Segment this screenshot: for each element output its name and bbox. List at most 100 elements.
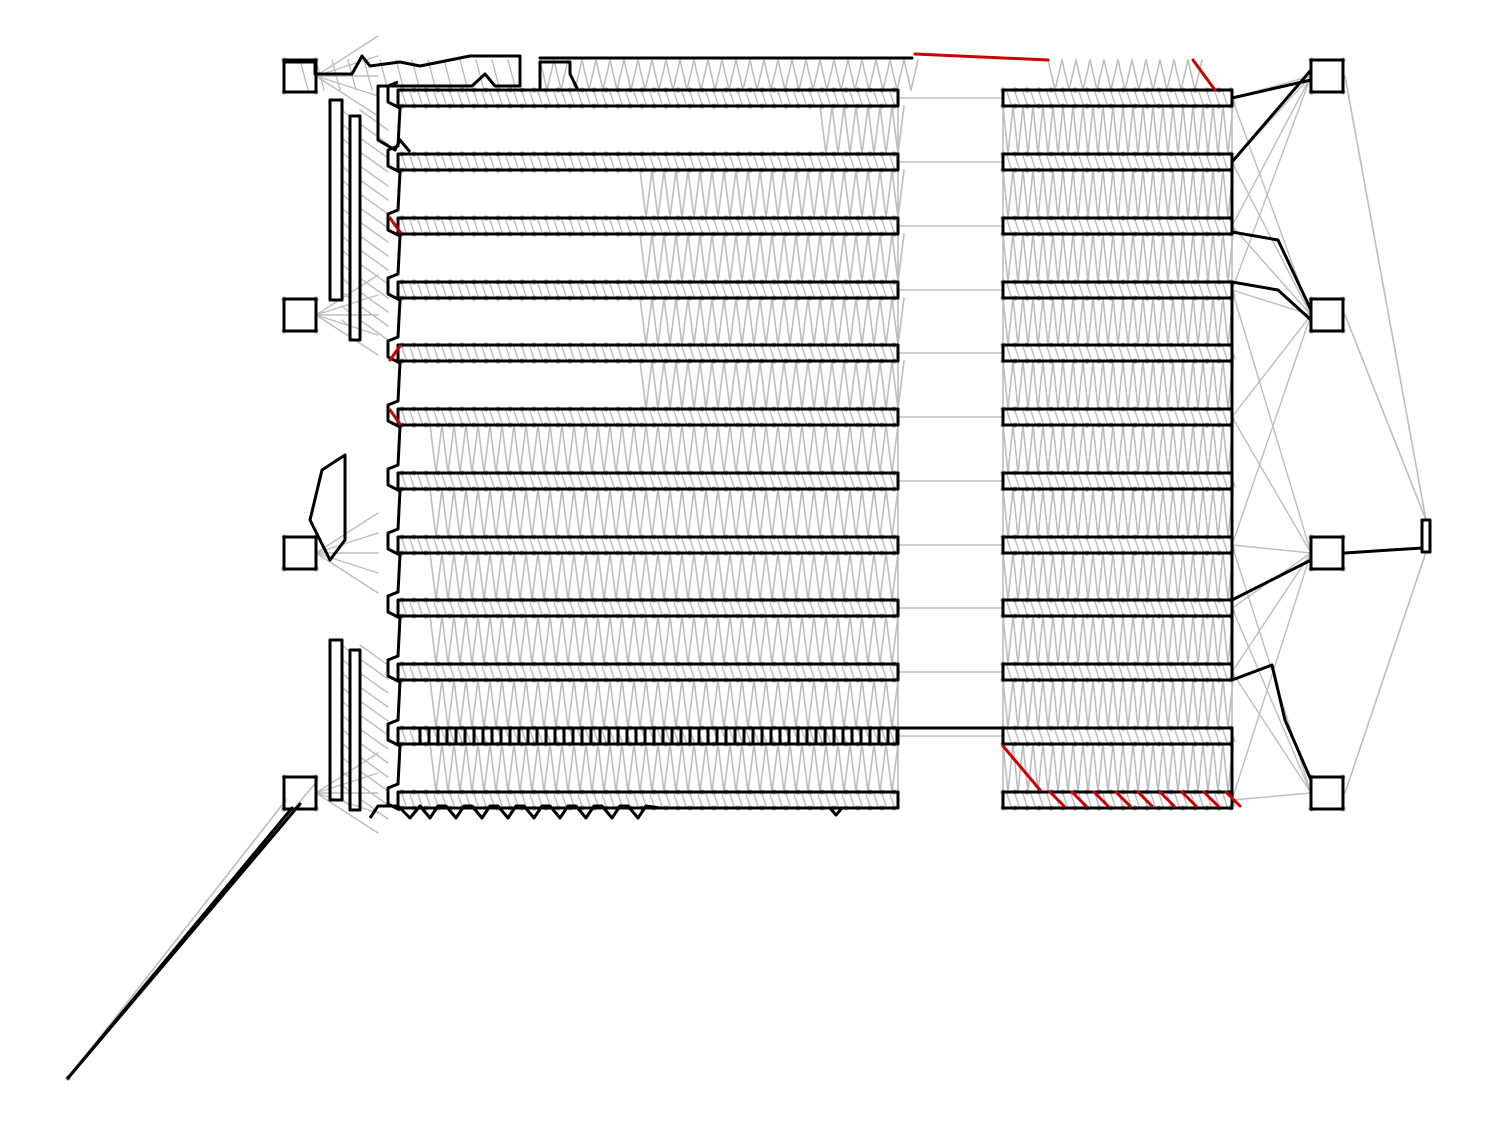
gap-mesh-edge: [885, 615, 893, 665]
gap-mesh-edge: [879, 552, 887, 601]
strip-mesh-edge: [721, 410, 727, 424]
gap-mesh-edge: [639, 233, 647, 283]
right-strip-outline: [1001, 790, 1234, 810]
gap-mesh-edge: [1132, 233, 1139, 283]
gap-mesh-edge: [1052, 169, 1059, 219]
strip-mesh-edge: [1062, 155, 1068, 169]
gap-mesh-edge: [825, 169, 833, 219]
gap-mesh-edge: [519, 679, 527, 729]
strip-mesh-edge: [401, 474, 407, 488]
gap-mesh-edge: [1027, 552, 1034, 601]
strip-mesh-edge: [673, 474, 679, 488]
gap-mesh-edge: [765, 743, 773, 793]
strip-mesh-edge: [641, 793, 647, 807]
gap-mesh-edge: [1062, 424, 1069, 474]
strip-mesh-edge: [753, 665, 759, 679]
strip-mesh-edge: [1062, 729, 1068, 743]
strip-mesh-edge: [817, 729, 823, 743]
strip-mesh-edge: [817, 665, 823, 679]
gap-mesh-edge: [1112, 615, 1119, 665]
strip-mesh-edge: [1030, 155, 1036, 169]
gap-mesh-edge: [1017, 360, 1024, 410]
gap-mesh-edge: [1092, 105, 1099, 155]
gap-mesh-edge: [1182, 679, 1189, 729]
strip-mesh-edge: [721, 538, 727, 552]
gap-mesh-edge: [615, 488, 623, 538]
strip-mesh-edge: [1070, 601, 1076, 615]
gap-mesh-edge: [885, 424, 893, 474]
strip-mesh-edge: [1118, 474, 1124, 488]
gap-mesh-edge: [1027, 615, 1034, 665]
left-bar-mesh: [359, 291, 389, 313]
gap-mesh-edge: [1187, 488, 1194, 538]
strip-mesh-edge: [817, 601, 823, 615]
left-bar-mesh: [359, 319, 389, 341]
strip-mesh-edge: [833, 91, 839, 105]
strip-mesh-edge: [521, 283, 527, 297]
gap-mesh-edge: [765, 233, 773, 283]
strip-mesh-edge: [481, 219, 487, 233]
strip-mesh-edge: [433, 283, 439, 297]
gap-mesh-edge: [1072, 169, 1079, 219]
strip-mesh-edge: [1126, 538, 1132, 552]
strip-mesh-edge: [681, 283, 687, 297]
strip-mesh-edge: [593, 155, 599, 169]
strip-mesh-edge: [769, 665, 775, 679]
strip-mesh-edge: [1102, 155, 1108, 169]
gap-mesh-edge: [837, 105, 845, 155]
gap-mesh-edge: [507, 424, 515, 474]
strip-mesh-edge: [585, 346, 591, 360]
top-band-edge: [623, 59, 632, 91]
strip-mesh-edge: [1062, 665, 1068, 679]
strip-mesh-edge: [1150, 91, 1156, 105]
gap-mesh-edge: [651, 679, 659, 729]
strip-mesh-edge: [705, 793, 711, 807]
gap-mesh-edge: [723, 233, 731, 283]
gap-mesh-edge: [1067, 105, 1074, 155]
gap-mesh-edge: [879, 169, 887, 219]
strip-mesh-edge: [545, 155, 551, 169]
gap-mesh-edge: [1062, 233, 1069, 283]
strip-mesh-edge: [425, 601, 431, 615]
gap-mesh-edge: [681, 679, 689, 729]
gap-mesh-edge: [843, 488, 851, 538]
gap-mesh-edge: [795, 679, 803, 729]
strip-mesh-edge: [1174, 474, 1180, 488]
strip-mesh-edge: [569, 538, 575, 552]
gap-mesh-edge: [669, 360, 677, 410]
strip-mesh-edge: [1174, 410, 1180, 424]
gap-mesh-edge: [549, 488, 557, 538]
strip-mesh-edge: [489, 601, 495, 615]
gap-mesh-edge: [1217, 169, 1224, 219]
strip-mesh-edge: [513, 474, 519, 488]
strip-mesh-edge: [441, 410, 447, 424]
strip-mesh-edge: [1142, 283, 1148, 297]
strip-mesh-edge: [529, 155, 535, 169]
strip-mesh-edge: [873, 283, 879, 297]
strip-mesh-edge: [1110, 219, 1116, 233]
gap-mesh-edge: [561, 552, 569, 601]
strip-mesh-edge: [1190, 346, 1196, 360]
left-fanout-edge: [315, 752, 379, 794]
strip-mesh-edge: [609, 410, 615, 424]
strip-mesh-edge: [457, 601, 463, 615]
strip-mesh-edge: [585, 665, 591, 679]
gap-mesh-edge: [843, 297, 851, 346]
strip-mesh-edge: [1030, 474, 1036, 488]
strip-mesh-edge: [753, 601, 759, 615]
strip-mesh-edge: [1206, 346, 1212, 360]
gap-mesh-edge: [789, 488, 797, 538]
gap-mesh-edge: [1202, 552, 1209, 601]
gap-mesh-edge: [465, 552, 473, 601]
strip-mesh-edge: [1046, 91, 1052, 105]
gap-mesh-edge: [759, 488, 767, 538]
gap-mesh-edge: [519, 743, 527, 793]
gap-mesh-edge: [753, 615, 761, 665]
strip-mesh-edge: [561, 219, 567, 233]
gap-mesh-edge: [603, 679, 611, 729]
strip-mesh-edge: [441, 346, 447, 360]
gap-mesh-edge: [1122, 105, 1129, 155]
strip-mesh-edge: [513, 283, 519, 297]
gap-mesh-edge: [669, 297, 677, 346]
strip-mesh-edge: [649, 538, 655, 552]
